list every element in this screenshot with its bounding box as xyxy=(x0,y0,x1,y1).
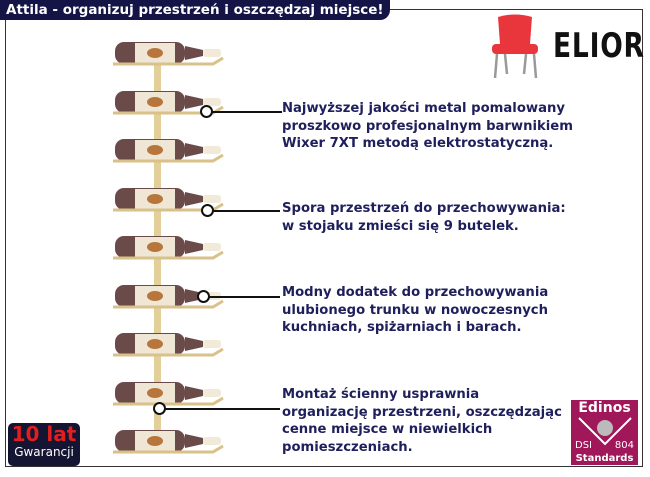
note-line: w stojaku zmieści się 9 butelek. xyxy=(282,218,519,234)
callout-dot xyxy=(197,290,210,303)
callout-line xyxy=(210,210,280,212)
note-line: proszkowo profesjonalnym barwnikiem xyxy=(282,118,573,134)
note-line: Spora przestrzeń do przechowywania: xyxy=(282,201,566,216)
checkmark-icon xyxy=(577,417,632,446)
certificate-bottom: Standards xyxy=(575,453,634,464)
wine-bottle xyxy=(113,89,224,115)
wine-bottle xyxy=(113,137,224,163)
callout-dot xyxy=(201,204,214,217)
wine-bottle xyxy=(113,331,224,357)
brand-name: ELIOR xyxy=(553,26,645,66)
note-line: Wixer 7XT metodą elektrostatyczną. xyxy=(282,136,554,151)
callout-line xyxy=(206,296,280,298)
note-line: organizację przestrzeni, oszczędzając xyxy=(282,404,562,420)
certificate-right: 804 xyxy=(614,440,634,451)
chair-icon xyxy=(492,14,538,79)
wine-bottle xyxy=(113,40,224,66)
warranty-label: Gwarancji xyxy=(14,445,74,459)
note-quality: Najwyższej jakości metal pomalowany pros… xyxy=(282,100,573,153)
wine-bottle xyxy=(113,186,224,212)
callout-line xyxy=(208,111,282,113)
wine-bottle xyxy=(113,234,224,260)
callout-dot xyxy=(153,402,166,415)
note-line: kuchniach, spiżarniach i barach. xyxy=(282,320,522,335)
note-style: Modny dodatek do przechowywania ulubione… xyxy=(282,284,548,337)
note-capacity: Spora przestrzeń do przechowywania: w st… xyxy=(282,200,566,235)
warranty-years: 10 lat xyxy=(11,422,77,446)
note-line: Montaż ścienny usprawnia xyxy=(282,387,480,402)
note-line: ulubionego trunku w nowoczesnych xyxy=(282,302,549,318)
note-line: Najwyższej jakości metal pomalowany xyxy=(282,101,565,116)
callout-dot xyxy=(200,105,213,118)
note-line: Modny dodatek do przechowywania xyxy=(282,285,549,300)
certificate-name: Edinos xyxy=(578,400,631,416)
note-line: cenne miejsce w niewielkich xyxy=(282,422,493,437)
wine-bottle xyxy=(113,380,224,406)
callout-line xyxy=(162,408,280,410)
wine-bottle xyxy=(113,428,224,454)
warranty-badge: 10 lat Gwarancji xyxy=(8,423,80,466)
certificate-left: DSI xyxy=(575,440,592,451)
certificate-badge: Edinos DSI 804 Standards xyxy=(571,400,638,465)
note-line: pomieszczeniach. xyxy=(282,439,413,455)
note-mounting: Montaż ścienny usprawnia organizację prz… xyxy=(282,386,562,456)
page-title: Attila - organizuj przestrzeń i oszczędz… xyxy=(0,0,390,20)
